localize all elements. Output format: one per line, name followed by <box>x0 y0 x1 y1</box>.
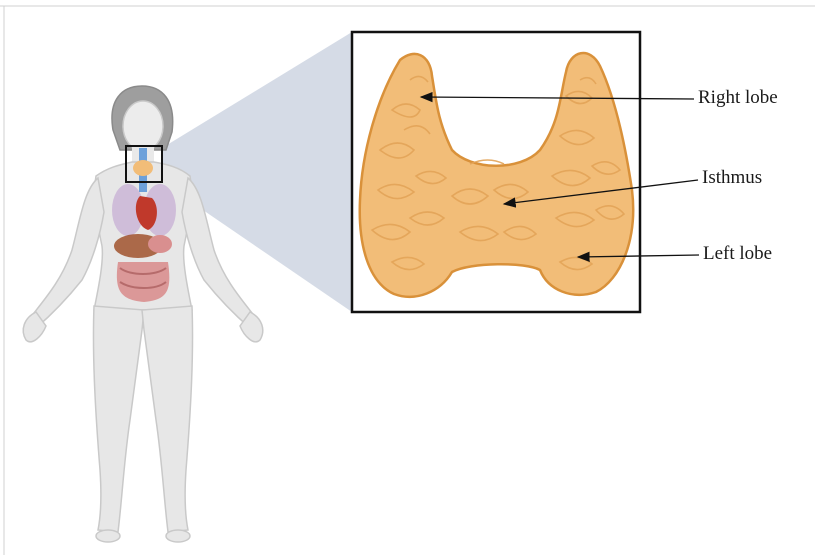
stomach <box>148 235 172 253</box>
leg-left <box>93 306 144 532</box>
intestines <box>117 262 169 302</box>
foot-left <box>96 530 120 542</box>
head <box>123 101 163 151</box>
zoom-projection-wedge <box>162 32 352 312</box>
arm-left <box>28 178 104 328</box>
left-lobe-label: Left lobe <box>703 244 772 263</box>
leg-right <box>142 306 193 532</box>
right-lobe-label: Right lobe <box>698 88 778 107</box>
isthmus-label: Isthmus <box>702 168 762 187</box>
foot-right <box>166 530 190 542</box>
thyroid-small <box>133 160 153 176</box>
